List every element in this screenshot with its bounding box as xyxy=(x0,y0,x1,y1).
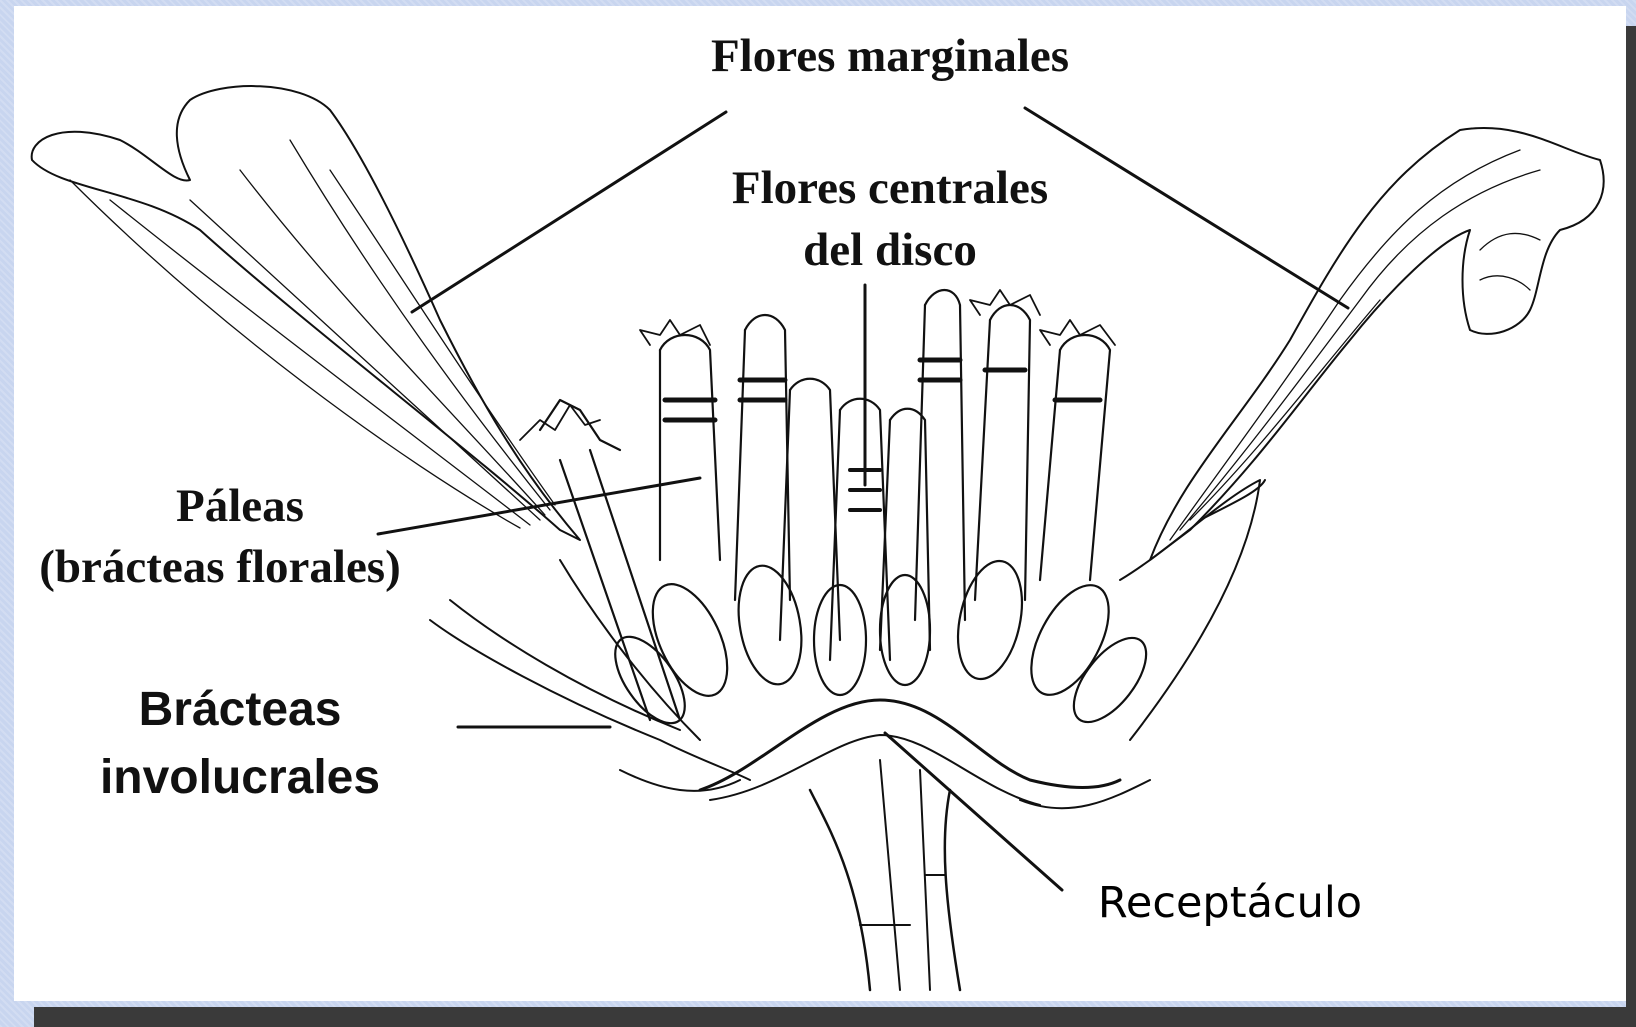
label-flores-centrales-line2: del disco xyxy=(700,220,1080,280)
label-flores-marginales: Flores marginales xyxy=(680,26,1100,86)
label-flores-centrales-line1: Flores centrales xyxy=(700,158,1080,218)
stem xyxy=(810,760,960,990)
label-bracteas-line2: involucrales xyxy=(60,746,420,810)
label-paleas-line2: (brácteas florales) xyxy=(0,537,440,597)
receptacle xyxy=(620,700,1150,808)
label-bracteas-line1: Brácteas xyxy=(60,678,420,742)
label-receptaculo: Receptáculo xyxy=(1070,876,1390,930)
leader-marginales-left xyxy=(412,112,726,312)
label-paleas-line1: Páleas xyxy=(40,476,440,536)
left-ray-flower xyxy=(32,86,580,540)
leader-receptaculo xyxy=(885,733,1062,890)
right-ray-flower xyxy=(1150,128,1604,560)
disc-florets xyxy=(520,290,1160,735)
